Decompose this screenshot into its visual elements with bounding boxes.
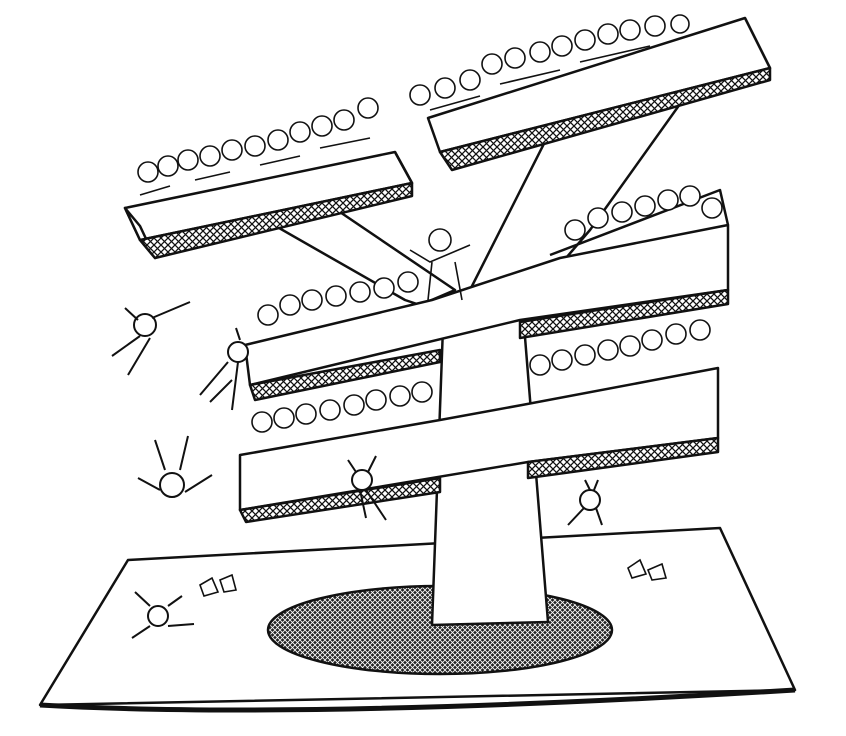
crowd-middle-upper-left [257,228,471,326]
falling-person-1 [111,301,191,376]
falling-person-3 [137,435,213,498]
crowd-top-left [137,97,379,196]
crowd-middle-upper-right [564,185,723,241]
falling-person-5 [567,479,603,526]
crowd-top-right [409,14,690,111]
fallen-person [131,591,195,639]
falling-person-2 [199,327,249,411]
falling-person-4 [347,455,387,521]
bar-top-right [426,16,772,172]
ground-scraps [199,558,668,597]
bar-top-left [123,150,414,260]
crowd-middle-lower-right [529,319,711,376]
crowd-middle-lower-left [251,381,433,433]
bar-middle-upper [243,188,730,402]
